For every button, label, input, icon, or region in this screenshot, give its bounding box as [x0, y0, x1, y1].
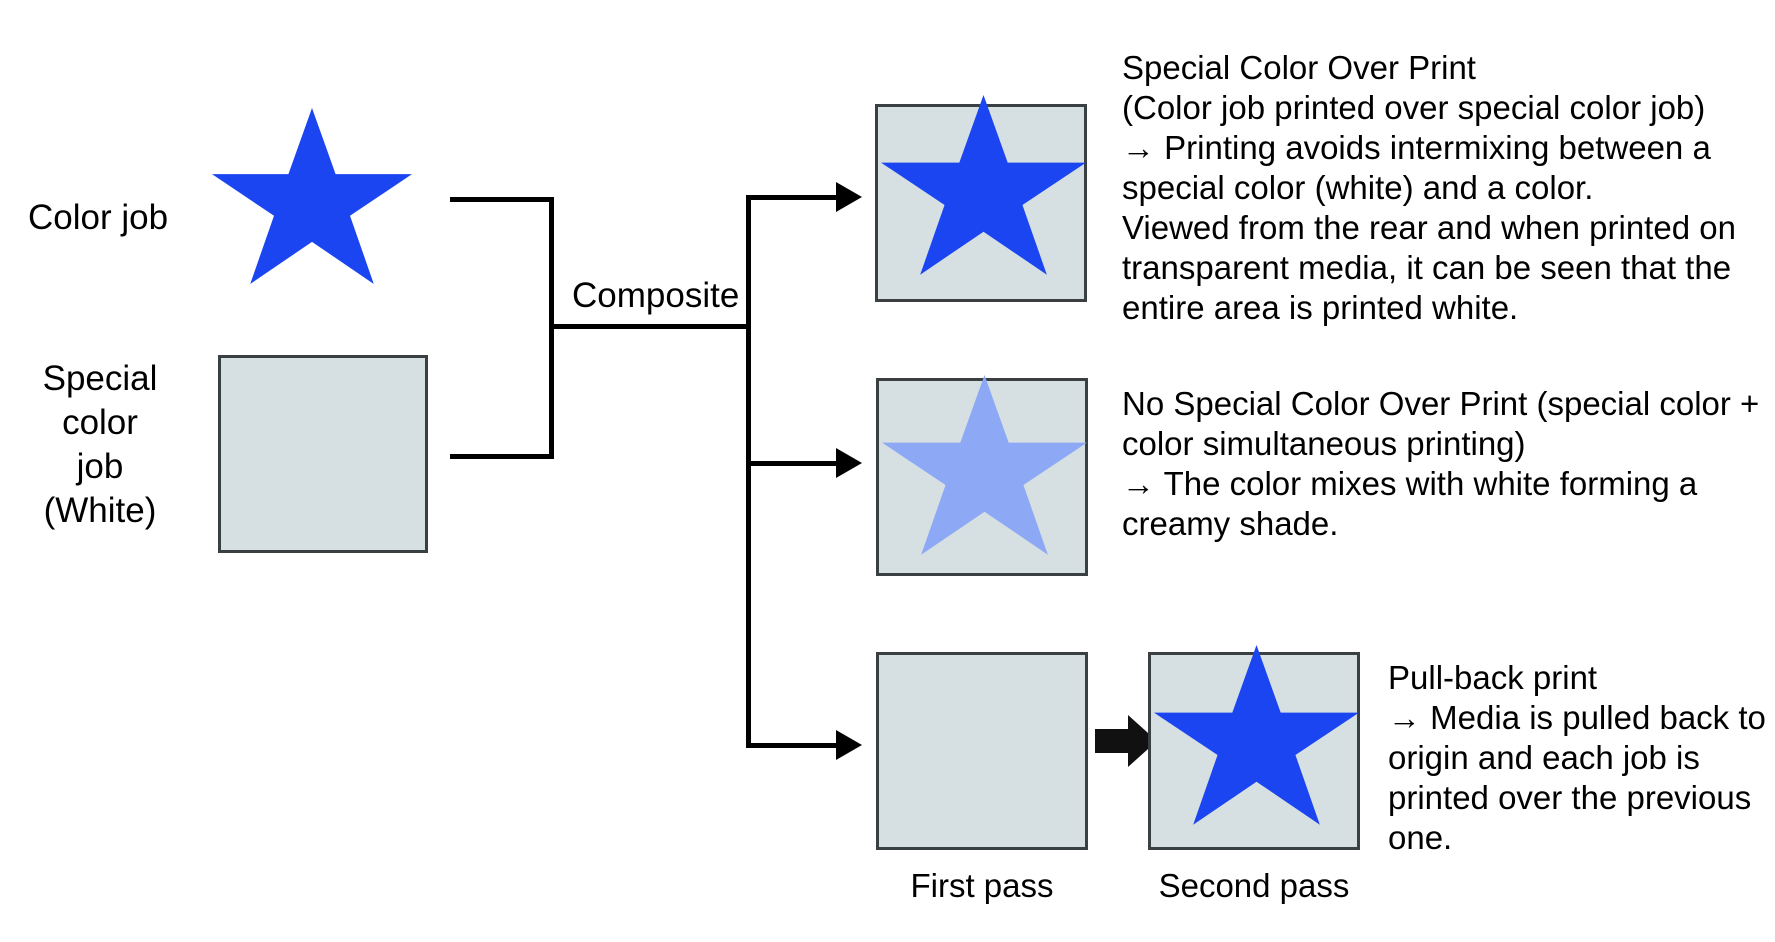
branch-1-arrow-line: [746, 195, 838, 200]
special-color-job-label: Special color job (White): [42, 359, 158, 530]
branch-trunk-line: [746, 195, 751, 748]
panel-special-color-over-print: [875, 95, 1087, 302]
composite-stem-line: [549, 324, 751, 329]
description-special-color-over-print: Special Color Over Print (Color job prin…: [1122, 49, 1736, 326]
bracket-top-line: [450, 197, 554, 202]
panel-second-pass: [1148, 645, 1360, 850]
branch-3-arrow-line: [746, 743, 838, 748]
composite-label: Composite: [566, 276, 746, 316]
color-job-label: Color job: [28, 198, 169, 237]
second-pass-label: Second pass: [1158, 867, 1350, 904]
panel-4-star: [1154, 645, 1359, 825]
branch-1-arrowhead: [836, 182, 862, 212]
bracket-bottom-line: [450, 454, 554, 459]
branch-2-arrow-line: [746, 461, 838, 466]
color-job-star: [212, 108, 412, 284]
first-pass-label: First pass: [910, 867, 1054, 904]
panel-first-pass: [876, 652, 1088, 850]
panel-2-star: [882, 375, 1087, 555]
branch-2-arrowhead: [836, 448, 862, 478]
panel-no-special-color-over-print: [876, 375, 1088, 576]
panel-1-star: [881, 95, 1086, 275]
description-no-special-color-over-print: No Special Color Over Print (special col…: [1122, 385, 1760, 542]
special-color-job-square: [218, 355, 428, 553]
pull-back-block-arrow: [1095, 715, 1157, 767]
branch-3-arrowhead: [836, 730, 862, 760]
description-pull-back-print: Pull-back print → Media is pulled back t…: [1388, 659, 1766, 856]
